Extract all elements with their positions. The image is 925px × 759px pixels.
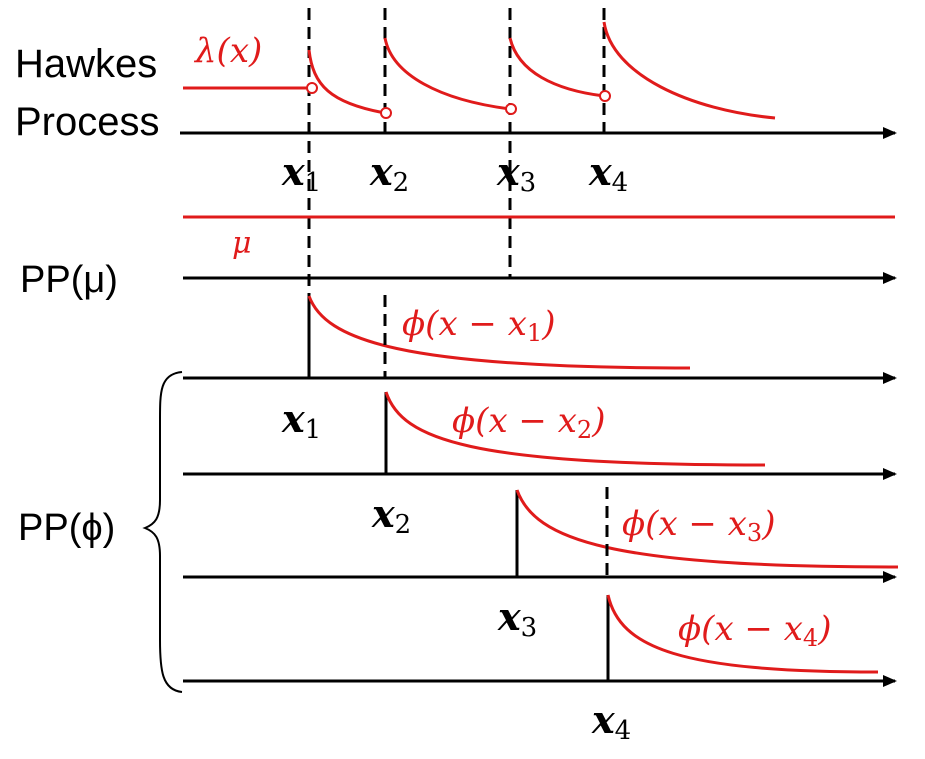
kernel-curve-2	[384, 391, 766, 467]
pp-phi-brace	[142, 371, 183, 693]
pp-mu-label: PP(μ)	[20, 259, 118, 301]
kernel-curve-4	[606, 594, 879, 674]
intensity-point-3	[505, 103, 517, 115]
pp-phi-label: PP(ϕ)	[18, 507, 115, 549]
mu-label: μ	[232, 226, 252, 261]
kernel-label-3: ϕ(x − x3)	[622, 504, 775, 547]
phi-event-label-4: x4	[591, 697, 631, 746]
event-label-3: x3	[496, 149, 536, 198]
intensity-segment-4	[602, 21, 776, 120]
kernel-label-1: ϕ(x − x1)	[402, 304, 555, 347]
lambda-label: λ(x)	[193, 31, 262, 71]
phi-event-label-2: x2	[371, 491, 411, 540]
phi-event-label-3: x3	[497, 594, 537, 643]
intensity-point-2	[380, 107, 392, 119]
hawkes-label-line2: Process	[15, 100, 160, 144]
phi-event-label-1: x1	[281, 396, 321, 445]
hawkes-label-line1: Hawkes	[15, 42, 157, 86]
intensity-segment-1	[307, 49, 386, 115]
event-label-1: x1	[281, 149, 321, 198]
kernel-label-4: ϕ(x − x4)	[678, 609, 831, 652]
kernel-label-2: ϕ(x − x2)	[452, 401, 605, 444]
kernel-curve-1	[307, 295, 691, 370]
intensity-point-4	[599, 90, 611, 102]
intensity-segment-2	[383, 37, 511, 111]
intensity-point-1	[306, 82, 318, 94]
event-label-2: x2	[369, 149, 409, 198]
event-label-4: x4	[588, 149, 628, 198]
intensity-segment-3	[508, 37, 605, 98]
